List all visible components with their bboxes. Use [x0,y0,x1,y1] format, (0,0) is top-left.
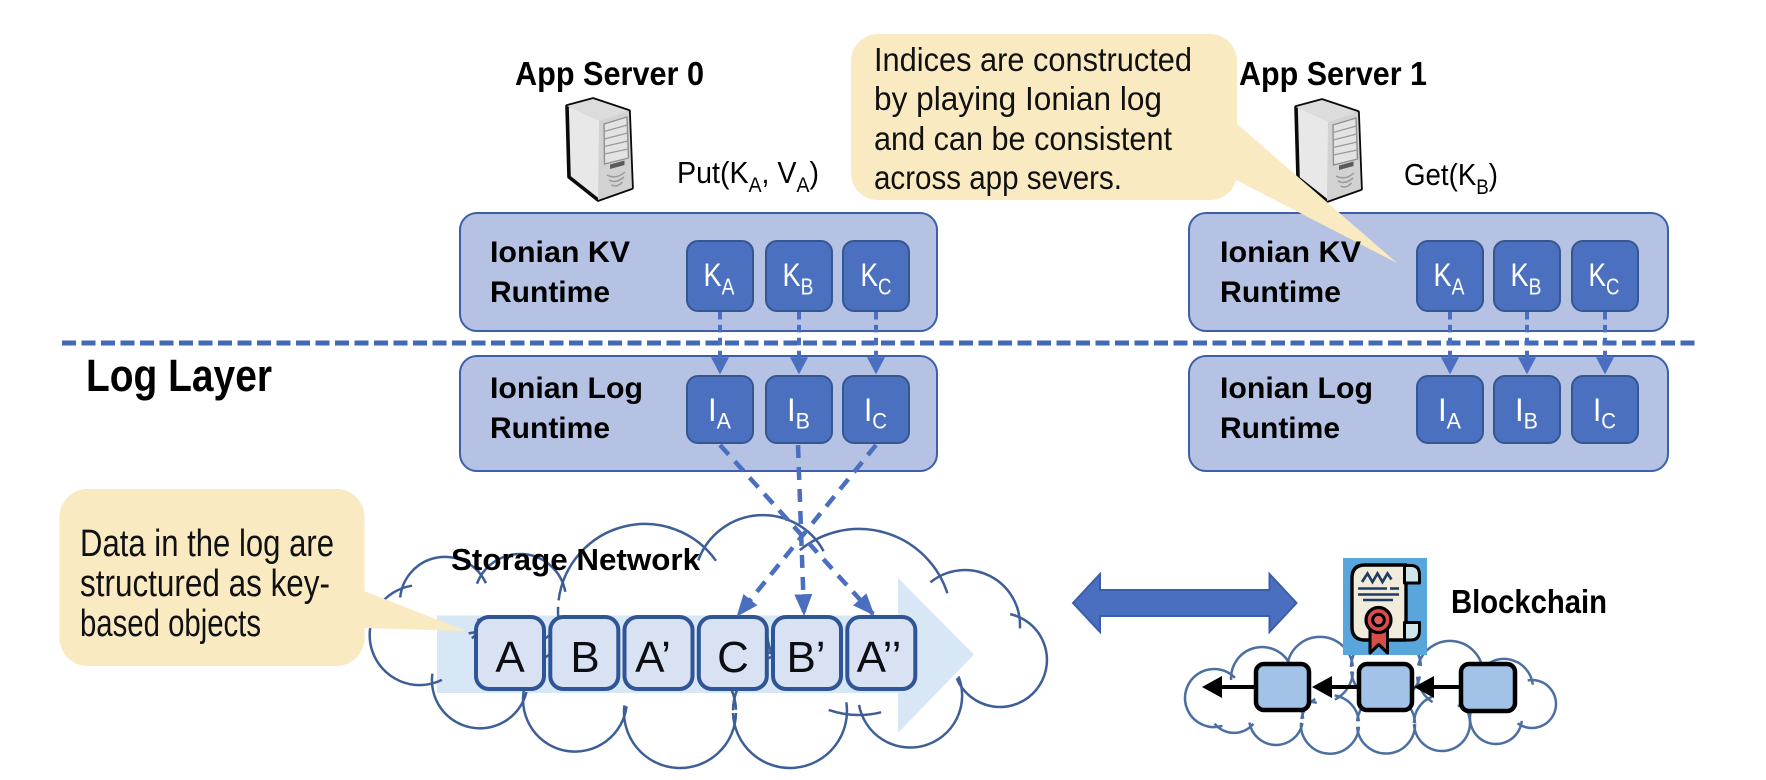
svg-text:across app severs.: across app severs. [874,159,1122,196]
svg-text:C: C [717,633,749,682]
svg-text:Put(KA, VA): Put(KA, VA) [677,155,819,197]
svg-text:Runtime: Runtime [1220,412,1340,445]
svg-text:Ionian KV: Ionian KV [490,236,630,269]
svg-text:based objects: based objects [80,603,261,645]
svg-text:Storage Network: Storage Network [451,542,701,577]
svg-text:Ionian Log: Ionian Log [1220,372,1373,405]
svg-text:A’: A’ [635,633,671,682]
svg-text:Ionian KV: Ionian KV [1220,236,1361,269]
svg-text:Log Layer: Log Layer [86,350,272,401]
svg-text:and can be consistent: and can be consistent [874,120,1172,157]
svg-text:Data in the log are: Data in the log are [80,523,334,565]
svg-text:Ionian Log: Ionian Log [490,372,643,405]
svg-text:KC: KC [1589,257,1620,299]
svg-text:by playing Ionian log: by playing Ionian log [874,80,1162,117]
svg-text:KB: KB [1511,257,1542,299]
svg-text:structured as key-: structured as key- [80,563,330,605]
svg-text:Blockchain: Blockchain [1451,583,1607,620]
svg-text:KA: KA [704,257,736,299]
svg-text:B’: B’ [786,633,825,682]
svg-text:App Server 0: App Server 0 [515,55,704,92]
svg-text:A’’: A’’ [857,633,902,682]
svg-text:App Server 1: App Server 1 [1239,55,1427,92]
svg-text:Indices are constructed: Indices are constructed [874,41,1192,78]
svg-text:A: A [495,633,525,682]
svg-text:Runtime: Runtime [1220,276,1341,309]
svg-text:KC: KC [861,257,892,299]
svg-text:B: B [570,633,599,682]
svg-text:Runtime: Runtime [490,412,610,445]
svg-text:Get(KB): Get(KB) [1404,157,1498,199]
svg-text:Runtime: Runtime [490,276,610,309]
